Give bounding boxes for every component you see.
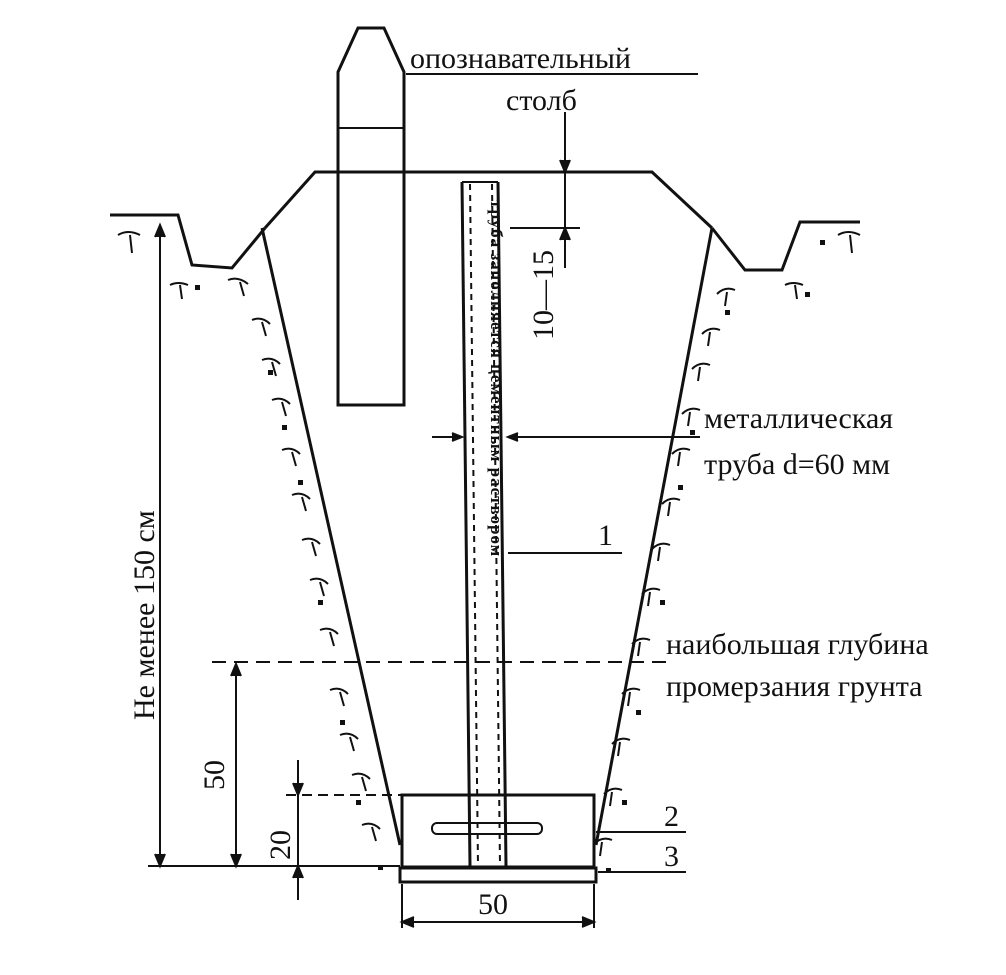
soil-hatching-left (117, 231, 381, 842)
item-2-label: 2 (664, 800, 679, 833)
marker-post-label-line2: столб (506, 84, 577, 117)
pit-wall-left (260, 227, 402, 846)
metal-pipe-leader (432, 432, 700, 442)
below-frost-dimension (230, 661, 242, 869)
metal-pipe-label-line1: металлическая (704, 402, 893, 435)
pipe-fill-note: труба заполняется цементным раствором (487, 200, 506, 557)
total-depth-dimension (148, 222, 400, 869)
anchor-plate-bolt (431, 822, 543, 835)
top-gap-dimension (510, 112, 580, 268)
plate-height-dimension (286, 760, 402, 900)
soil-dots-left (195, 285, 383, 870)
ground-surface-right (710, 220, 860, 272)
anchor-plate-base (398, 866, 598, 884)
plate-height-label: 20 (264, 830, 297, 860)
plate-width-label: 50 (478, 888, 508, 921)
frost-depth-label-line2: промерзания грунта (666, 670, 922, 703)
top-gap-dimension-label: 10—15 (527, 250, 560, 340)
mound-outline (263, 170, 714, 230)
soil-dots-right (606, 240, 825, 873)
plate-width-dimension (399, 884, 597, 928)
frost-depth-label-line1: наибольшая глубина (666, 628, 929, 661)
total-depth-label: Не менее 150 см (128, 510, 161, 720)
marker-post (336, 26, 406, 407)
anchor-plate-upper (400, 793, 596, 869)
ground-surface-left (110, 213, 267, 270)
item-3-label: 3 (664, 840, 679, 873)
marker-post-label-line1: опознавательный (410, 42, 631, 75)
below-frost-label: 50 (198, 760, 231, 790)
item-1-label: 1 (598, 519, 613, 552)
pit-wall-right (594, 227, 714, 846)
metal-pipe (460, 181, 508, 867)
soil-hatching-right (593, 231, 861, 857)
metal-pipe-label-line2: труба d=60 мм (704, 448, 890, 481)
